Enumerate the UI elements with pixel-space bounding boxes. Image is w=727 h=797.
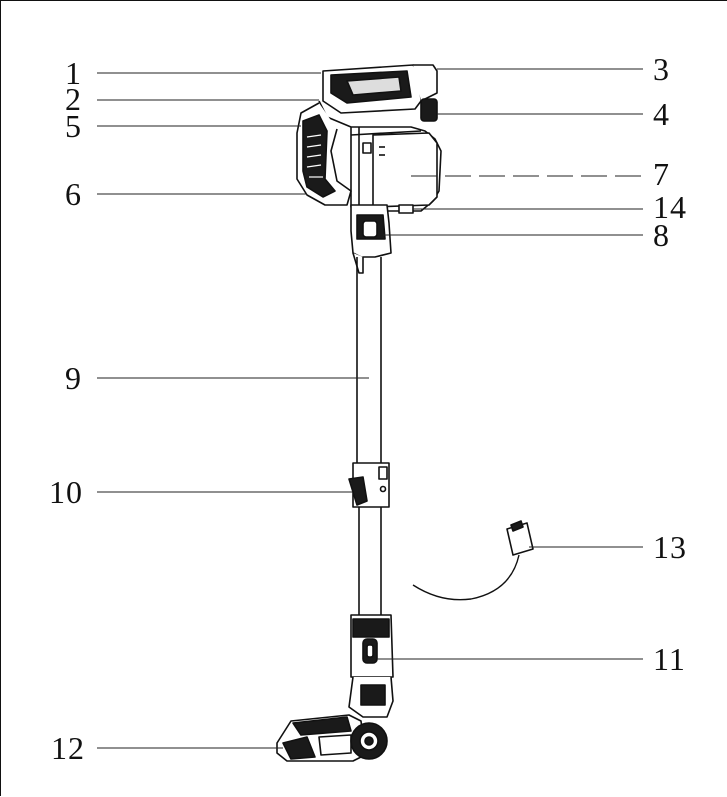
callout-13: 13 [653,529,687,565]
callout-3: 3 [653,51,670,87]
floor-brush [276,714,388,762]
callout-7: 7 [653,156,670,192]
extension-tube [356,257,382,463]
lower-connector [348,614,394,718]
motor-unit [296,64,442,214]
upper-connector [350,204,392,274]
leader-lines [97,68,643,749]
charger-adapter [412,520,534,601]
callout-5: 5 [65,108,82,144]
tube-joint [348,462,390,615]
callout-6: 6 [65,176,82,212]
callout-14: 14 [653,189,687,225]
callout-8: 8 [653,217,670,253]
callout-1: 1 [65,55,82,91]
callout-9: 9 [65,360,82,396]
callout-2: 2 [65,81,82,117]
callout-10: 10 [49,474,83,510]
callout-11: 11 [653,641,686,677]
callout-4: 4 [653,96,670,132]
callout-12: 12 [51,730,85,766]
